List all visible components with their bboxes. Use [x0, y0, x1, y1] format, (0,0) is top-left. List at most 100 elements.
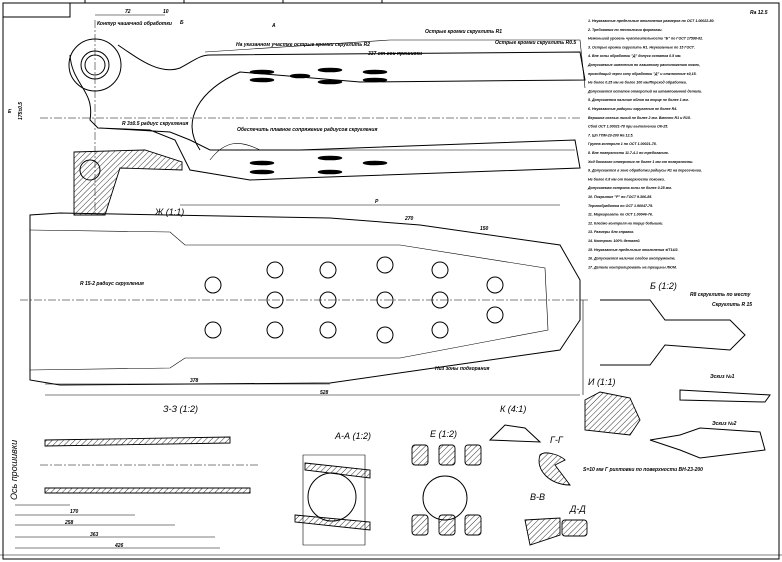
b-r15-label: Скруглить R 15	[712, 302, 752, 308]
dim-378: 378	[190, 378, 199, 384]
note-line: Термообработка по ОСТ 1.90047-79.	[588, 204, 653, 208]
technical-notes: 1. Неуказанные предельные отклонения раз…	[587, 19, 715, 269]
view-b-title: Б (1:2)	[650, 281, 677, 291]
note-line: Группа контроля 1 по ОСТ 1.00021-78.	[588, 142, 657, 146]
dim-528: 528	[320, 390, 329, 396]
note-line: Допускаемая острота зоны не более 0.25 м…	[587, 186, 672, 190]
view-i-title: И (1:1)	[588, 377, 615, 387]
hole	[486, 276, 504, 294]
note-line: Вершина осевых линий не более 2 мм. Вмес…	[588, 116, 691, 120]
hole	[204, 276, 222, 294]
sketch2-label: Эскиз №2	[712, 421, 737, 427]
top-view: 72 10 Контур чашечной обработки На указа…	[8, 9, 586, 216]
note-line: 10. Покрытие "Р" по ГОСТ 9.306-85.	[588, 195, 652, 199]
dim-363: 363	[90, 532, 99, 538]
note-line: 16. Допускается наличие следов инструмен…	[588, 257, 676, 261]
view-gg-title: Г-Г	[550, 435, 564, 445]
dim-72: 72	[125, 9, 131, 15]
note-line: 17. Детали контролировать на трещины ЛЮМ…	[588, 265, 677, 269]
view-k-title: К (4:1)	[500, 404, 526, 414]
hole	[431, 291, 449, 309]
hole	[376, 256, 394, 274]
note-line: 13. Размеры для справок.	[588, 230, 634, 234]
section-mark-a: А	[271, 23, 276, 29]
note-line: Ход бокового отверстия не более 1 мм от …	[587, 160, 693, 164]
round-radius-label: R 3±0.5 радиус скругления	[122, 121, 188, 127]
note-line: 6. Неуказанные радиусы скругления не бол…	[588, 107, 677, 111]
dim-258: 258	[64, 520, 74, 526]
hole	[319, 291, 337, 309]
section-block	[438, 444, 456, 466]
hole	[204, 321, 222, 339]
dim-170: 170	[70, 509, 79, 515]
dim-p: P	[375, 199, 379, 205]
low-zone-label: Низ зоны подгорания	[435, 366, 490, 372]
view-vv-title: В-В	[530, 492, 545, 502]
b-r8-label: R8 скруглить по месту	[690, 292, 751, 298]
smooth-transition-label: Обеспечить плавное сопряжение радиусов с…	[237, 126, 377, 133]
note-line: 4. Вне зоны обработки "Д" допуск остатка…	[587, 54, 681, 58]
note-line: Неменьший уровень чувствительности "Б" п…	[588, 37, 703, 41]
note-line: Не более 0.8 мм от поверхности поковки.	[588, 177, 665, 181]
note-line: проходящий через зону обработки "Д" и от…	[588, 72, 697, 76]
section-block	[464, 514, 482, 536]
section-block	[464, 444, 482, 466]
note-line: 3. Острые кромки скруглить R1. Неуказанн…	[588, 45, 695, 49]
view-z-title: З-З (1:2)	[163, 404, 198, 414]
detail-b: Б (1:2) R8 скруглить по месту Скруглить …	[583, 281, 771, 473]
section-block	[411, 514, 429, 536]
note-line: Сбой ОСТ 1.00021-78 при выполнении ОК-25…	[588, 125, 668, 129]
note-line: 8. Вне поверхности 11.7-4.1 по требовани…	[588, 151, 669, 155]
hole	[376, 326, 394, 344]
note-line: 2. Требования по технологии формовки.	[587, 28, 662, 32]
note-line: 12. Клеймо контроля на торце бобышки.	[588, 221, 663, 225]
note-line: Допускается остаток отверстий на штампов…	[587, 89, 702, 93]
note-line: Не более 0.25 мм не более 100 мм/Переход…	[588, 81, 687, 85]
hole	[376, 291, 394, 309]
hole	[431, 321, 449, 339]
section-mark-b: Б	[180, 20, 184, 26]
note-line: 1. Неуказанные предельные отклонения раз…	[588, 19, 715, 23]
plan-view: 528 378 P 270 150 R 15-2 радиус скруглен…	[20, 199, 590, 396]
note-line: Допускаемые изменения по взаимному распо…	[587, 63, 700, 67]
hole	[266, 261, 284, 279]
dim-10: 10	[163, 9, 169, 15]
section-block	[438, 514, 456, 536]
section-aa: А-А (1:2)	[294, 431, 371, 546]
note-line: 14. Контроль 100% деталей.	[588, 239, 640, 243]
sketch1-label: Эскиз №1	[710, 374, 735, 380]
dim-175: 175±0.5	[18, 102, 24, 120]
edge-r05-label: Острые кромки скруглить R0.5	[495, 40, 576, 46]
hole	[319, 261, 337, 279]
hole	[431, 261, 449, 279]
section-mark-e: Е	[8, 109, 12, 115]
section-block	[411, 444, 429, 466]
roughness-mark: Ra 12.5	[750, 10, 768, 16]
edge-r1-label: Острые кромки скруглить R1	[425, 29, 502, 35]
note-line: 5. Допускается наличие облоя на торце не…	[588, 98, 689, 102]
view-e-title: Е (1:2)	[430, 429, 457, 439]
knurl-label: S=10 мм Г рихтовки по поверхности ВН-23-…	[583, 467, 703, 473]
hole-pattern	[204, 256, 504, 344]
view-dd-title: Д-Д	[569, 504, 586, 514]
small-sections: К (4:1) Г-Г В-В Д-Д	[488, 404, 588, 546]
section-e: Е (1:2)	[411, 429, 482, 536]
round-radius-label-2: R 15-2 радиус скругления	[80, 281, 144, 287]
note-line: 7. Шп ГПМ-23-200 Ra 12.5.	[588, 133, 633, 137]
note-line: 15. Неуказанные предельные отклонения ±I…	[588, 248, 678, 252]
dim-270: 270	[404, 216, 414, 222]
dim-337: 337 от оси прошивки	[368, 51, 422, 57]
view-zh-title: Ж (1:1)	[154, 207, 184, 217]
axis-label: Ось прошивки	[9, 440, 19, 500]
hole	[266, 291, 284, 309]
dim-426: 426	[114, 543, 124, 549]
hole	[266, 321, 284, 339]
note-line: 11. Маркировать по ОСТ 1.00046-76.	[588, 213, 653, 217]
view-aa-title: А-А (1:2)	[334, 431, 371, 441]
edge-r2-label: На указанном участке острые кромки скруг…	[236, 42, 370, 48]
contour-label: Контур чашечной обработки	[97, 20, 172, 27]
dim-150: 150	[480, 226, 489, 232]
hole	[486, 306, 504, 324]
